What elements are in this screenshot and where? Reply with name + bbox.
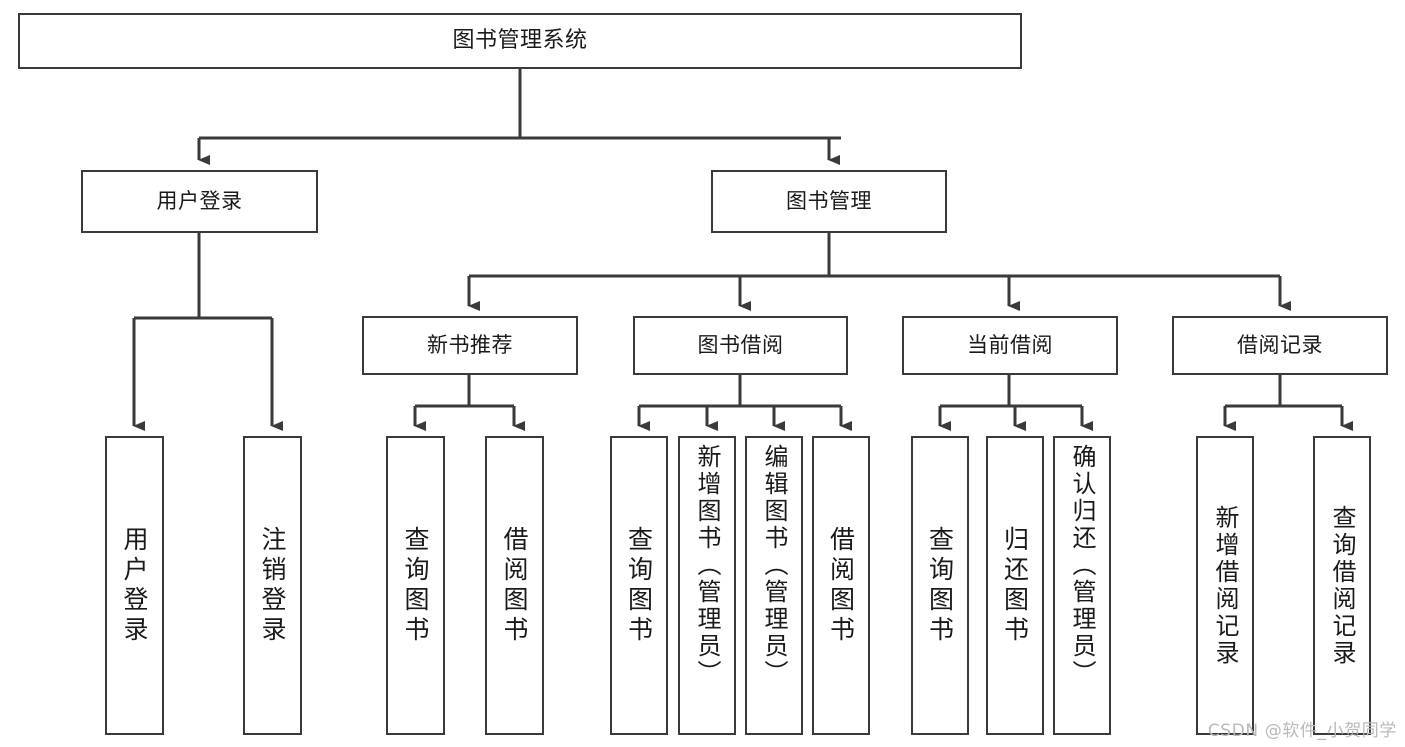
leaf-borrow-book-2-label: 借阅图书	[826, 525, 856, 646]
node-user-login-label: 用户登录	[156, 189, 243, 214]
leaf-query-book-1-label: 查询图书	[401, 525, 430, 646]
node-book-manage[interactable]: 图书管理	[711, 170, 947, 233]
leaf-query-record-label: 查询借阅记录	[1328, 504, 1356, 667]
node-user-login[interactable]: 用户登录	[81, 170, 318, 233]
node-book-borrow[interactable]: 图书借阅	[633, 316, 848, 375]
leaf-query-book-3[interactable]: 查询图书	[911, 436, 969, 735]
node-new-book-rec[interactable]: 新书推荐	[362, 316, 578, 375]
leaf-query-book-1[interactable]: 查询图书	[386, 436, 445, 735]
node-borrow-record-label: 借阅记录	[1237, 333, 1323, 358]
node-book-manage-label: 图书管理	[786, 189, 872, 214]
leaf-user-login-label: 用户登录	[120, 525, 149, 646]
leaf-borrow-book-2[interactable]: 借阅图书	[812, 436, 870, 735]
leaf-confirm-return-label: 确认归还（管理员）	[1068, 444, 1096, 687]
leaf-add-book-label: 新增图书（管理员）	[693, 444, 721, 687]
node-current-borrow-label: 当前借阅	[967, 333, 1053, 358]
leaf-borrow-book-1[interactable]: 借阅图书	[485, 436, 544, 735]
node-root[interactable]: 图书管理系统	[18, 13, 1022, 69]
leaf-logout-label: 注销登录	[258, 525, 287, 646]
leaf-query-book-2[interactable]: 查询图书	[610, 436, 668, 735]
leaf-user-login[interactable]: 用户登录	[105, 436, 164, 735]
node-new-book-rec-label: 新书推荐	[427, 333, 513, 358]
leaf-confirm-return[interactable]: 确认归还（管理员）	[1053, 436, 1111, 735]
node-borrow-record[interactable]: 借阅记录	[1172, 316, 1388, 375]
leaf-return-book-label: 归还图书	[1000, 525, 1030, 646]
leaf-edit-book-label: 编辑图书（管理员）	[760, 444, 788, 687]
node-current-borrow[interactable]: 当前借阅	[902, 316, 1118, 375]
leaf-add-record-label: 新增借阅记录	[1211, 504, 1239, 667]
node-book-borrow-label: 图书借阅	[697, 333, 784, 358]
leaf-edit-book[interactable]: 编辑图书（管理员）	[745, 436, 803, 735]
leaf-logout[interactable]: 注销登录	[243, 436, 302, 735]
leaf-add-book[interactable]: 新增图书（管理员）	[678, 436, 736, 735]
leaf-query-book-2-label: 查询图书	[624, 525, 654, 646]
node-root-label: 图书管理系统	[452, 28, 588, 54]
watermark: CSDN @软件_小贺同学	[1207, 721, 1397, 741]
leaf-query-record[interactable]: 查询借阅记录	[1313, 436, 1371, 735]
leaf-add-record[interactable]: 新增借阅记录	[1196, 436, 1254, 735]
leaf-query-book-3-label: 查询图书	[925, 525, 955, 646]
leaf-borrow-book-1-label: 借阅图书	[500, 525, 529, 646]
leaf-return-book[interactable]: 归还图书	[986, 436, 1044, 735]
